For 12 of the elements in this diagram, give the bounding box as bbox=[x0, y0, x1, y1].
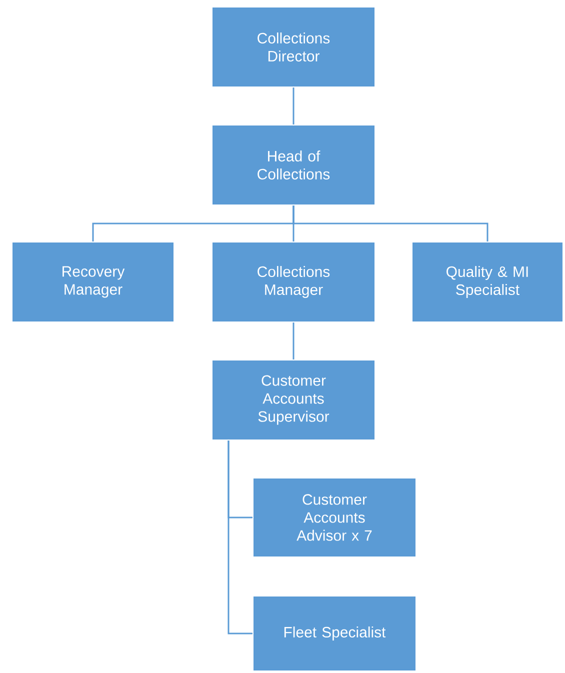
position-box: Head of Collections bbox=[212, 124, 376, 206]
position-box: Quality & MI Specialist bbox=[412, 242, 564, 322]
position-box: Collections Director bbox=[212, 6, 376, 88]
position-box: Customer Accounts Advisor x 7 bbox=[252, 478, 416, 558]
position-box: Customer Accounts Supervisor bbox=[212, 360, 376, 440]
position-box: Fleet Specialist bbox=[252, 596, 416, 672]
connector-line bbox=[292, 322, 294, 360]
connector-line bbox=[228, 440, 252, 634]
position-box: Recovery Manager bbox=[12, 242, 174, 322]
position-box: Collections Manager bbox=[212, 242, 376, 322]
connector-line bbox=[292, 206, 488, 242]
connector-line bbox=[292, 88, 294, 124]
